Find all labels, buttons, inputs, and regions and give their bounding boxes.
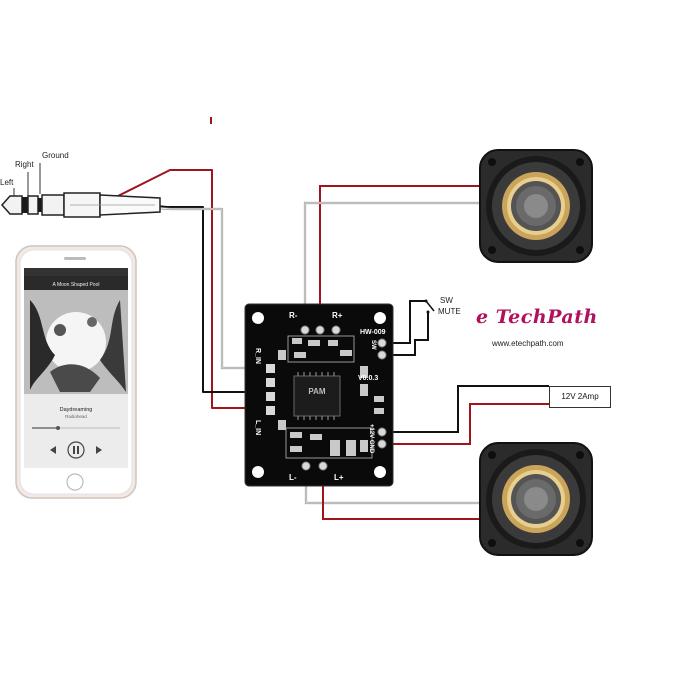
wire-r-plus bbox=[319, 185, 488, 305]
phone-artist: Radiohead bbox=[65, 414, 87, 419]
smartphone: A Moon Shaped Pool Daydreaming Radiohead bbox=[15, 245, 137, 499]
switch-label-mute: MUTE bbox=[438, 307, 461, 316]
next-icon bbox=[96, 446, 102, 454]
brand-logo: e TechPath bbox=[476, 306, 598, 328]
wire-r-minus bbox=[303, 201, 488, 305]
jack-right-label: Right bbox=[15, 160, 34, 169]
label-l-minus: L- bbox=[289, 473, 297, 482]
jack-ground-label: Ground bbox=[42, 151, 69, 160]
wire-l-plus bbox=[322, 484, 488, 520]
jack-left-label: Left bbox=[0, 178, 14, 187]
wire-sw-1 bbox=[392, 300, 426, 344]
label-r-plus: R+ bbox=[332, 311, 343, 320]
speaker-wires bbox=[303, 185, 488, 520]
pause-icon bbox=[67, 441, 85, 459]
previous-icon bbox=[50, 446, 56, 454]
wire-right-red bbox=[111, 169, 245, 409]
power-supply-label: 12V 2Amp bbox=[549, 386, 611, 408]
label-l-in: L_IN bbox=[254, 420, 261, 435]
audio-jack-plug bbox=[0, 163, 161, 218]
label-12v-gnd: +12V GND bbox=[368, 424, 374, 454]
brand-url: www.etechpath.com bbox=[492, 339, 564, 348]
label-sw-pin: SW bbox=[370, 340, 376, 350]
label-model: HW-009 bbox=[360, 329, 386, 336]
switch-label-sw: SW bbox=[440, 296, 453, 305]
wire-12v bbox=[392, 403, 549, 445]
control-wires bbox=[392, 300, 549, 445]
label-version: V0.0.3 bbox=[358, 375, 378, 382]
label-r-in: R_IN bbox=[254, 348, 261, 364]
wire-l-minus bbox=[304, 484, 488, 505]
wire-gnd bbox=[392, 385, 549, 433]
speaker-left bbox=[479, 442, 593, 556]
wire-sw-2 bbox=[392, 312, 429, 356]
amplifier-board: R- R+ L- L+ HW-009 V0.0.3 R_IN L_IN SW +… bbox=[244, 303, 394, 487]
speaker-right bbox=[479, 149, 593, 263]
phone-track-title: Daydreaming bbox=[60, 407, 93, 413]
label-r-minus: R- bbox=[289, 311, 298, 320]
label-l-plus: L+ bbox=[334, 473, 344, 482]
phone-album-title: A Moon Shaped Pool bbox=[53, 282, 100, 288]
mute-switch-symbol bbox=[424, 299, 435, 314]
label-chip: PAM bbox=[308, 387, 326, 396]
